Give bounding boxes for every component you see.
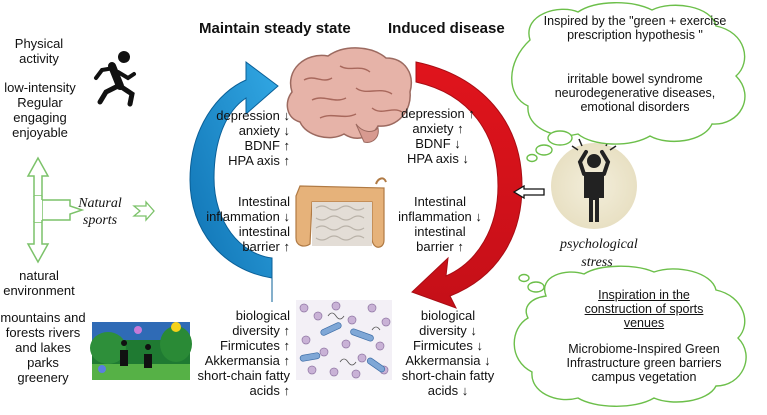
induced-disease-cycle-arrow: [411, 61, 523, 309]
nature-scene-image: [90, 322, 192, 380]
steady-microbiome-markers: biological diversity ↑ Firmicutes ↑ Akke…: [190, 308, 291, 398]
disease-gut-markers: Intestinal inflammation ↓ intestinal bar…: [392, 194, 488, 254]
steady-microbiome-item: acids ↑: [249, 383, 290, 398]
disease-microbiome-item: biological: [420, 308, 476, 323]
steady-state-cycle-arrow: [189, 61, 279, 302]
disease-gut-item: barrier ↑: [416, 239, 464, 254]
steady-gut-item: intestinal: [238, 224, 290, 239]
top-bubble-body: irritable bowel syndrome neurodegenerati…: [554, 72, 716, 114]
steady-gut-item: Intestinal: [237, 194, 290, 209]
intestine-illustration: [295, 177, 387, 248]
steady-brain-item: HPA axis ↑: [228, 153, 290, 168]
natural-environment-label: natural environment: [3, 268, 75, 298]
stress-arrow: [512, 184, 545, 200]
steady-microbiome-item: Akkermansia ↑: [204, 353, 290, 368]
disease-microbiome-item: Firmicutes ↓: [412, 338, 484, 353]
steady-microbiome-item: Firmicutes ↑: [219, 338, 290, 353]
disease-brain-markers: depression ↑ anxiety ↑ BDNF ↓ HPA axis ↓: [396, 106, 480, 166]
disease-gut-item: intestinal: [414, 224, 466, 239]
psychological-stress-label: psychological stress: [560, 237, 638, 270]
steady-gut-item: inflammation ↓: [206, 209, 290, 224]
disease-microbiome-item: short-chain fatty: [401, 368, 495, 383]
disease-microbiome-item: Akkermansia ↓: [405, 353, 491, 368]
brain-illustration: [286, 47, 412, 143]
steady-brain-markers: depression ↓ anxiety ↓ BDNF ↑ HPA axis ↑: [200, 108, 290, 168]
bottom-bubble-title: Inspiration in the construction of sport…: [584, 288, 704, 330]
natural-sports-label: Natural sports: [78, 196, 122, 228]
disease-microbiome-item: acids ↓: [427, 383, 469, 398]
runner-icon: [94, 51, 136, 107]
microbiome-illustration: [296, 300, 392, 380]
disease-microbiome-item: diversity ↓: [419, 323, 477, 338]
disease-microbiome-markers: biological diversity ↓ Firmicutes ↓ Akke…: [396, 308, 500, 398]
steady-gut-markers: Intestinal inflammation ↓ intestinal bar…: [196, 194, 290, 254]
steady-brain-item: anxiety ↓: [238, 123, 290, 138]
induced-heading: Induced disease: [388, 20, 505, 37]
disease-brain-item: depression ↑: [401, 106, 475, 121]
intensity-label: low-intensity Regular engaging enjoyable: [4, 80, 76, 140]
stress-person-icon: [551, 138, 637, 229]
natural-sports-connector: [26, 156, 85, 264]
disease-brain-item: BDNF ↓: [415, 136, 461, 151]
disease-gut-item: inflammation ↓: [398, 209, 482, 224]
top-thought-bubble: [511, 2, 746, 163]
disease-brain-item: anxiety ↑: [412, 121, 464, 136]
maintain-heading: Maintain steady state: [199, 20, 351, 37]
bottom-bubble-body: Microbiome-Inspired Green Infrastructure…: [566, 342, 722, 384]
steady-microbiome-item: diversity ↑: [232, 323, 290, 338]
natural-sports-arrow: [132, 200, 155, 222]
top-bubble-title: Inspired by the "green + exercise prescr…: [543, 14, 727, 42]
disease-brain-item: HPA axis ↓: [407, 151, 469, 166]
places-label: mountains and forests rivers and lakes p…: [0, 310, 86, 385]
disease-gut-item: Intestinal: [413, 194, 467, 209]
steady-brain-item: BDNF ↑: [244, 138, 291, 153]
bottom-thought-bubble: [513, 265, 747, 407]
steady-brain-item: depression ↓: [216, 108, 290, 123]
steady-microbiome-item: biological: [235, 308, 290, 323]
steady-gut-item: barrier ↑: [242, 239, 290, 254]
physical-activity-label: Physical activity: [14, 36, 64, 66]
steady-microbiome-item: short-chain fatty: [197, 368, 291, 383]
